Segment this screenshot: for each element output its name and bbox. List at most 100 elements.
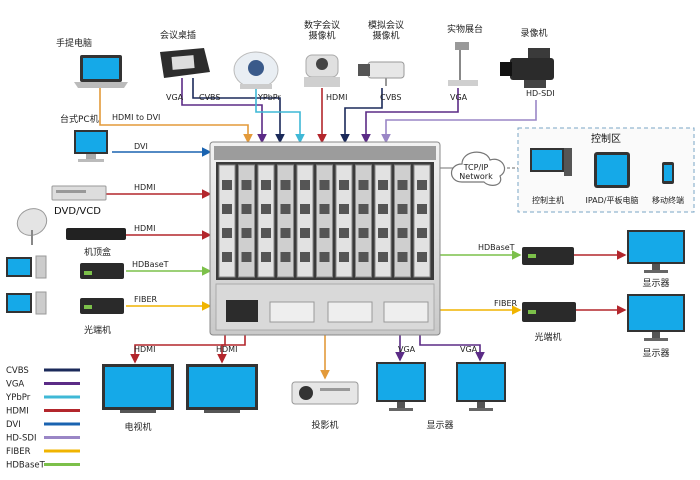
control-mobile-label: 移动终端 (652, 195, 684, 205)
label-monitor-right2: 显示器 (642, 348, 669, 359)
sig-vga-mon1: VGA (398, 345, 416, 354)
card-port (339, 204, 349, 214)
card-slot (238, 164, 255, 278)
card-port (280, 252, 291, 262)
laptop-device (74, 55, 128, 88)
card-port (358, 228, 369, 238)
label-doc-cam: 实物展台 (447, 23, 483, 35)
sig-ypbpr: YPbPr (257, 93, 281, 102)
desktop-pc-device (74, 130, 108, 162)
sig-hdmi-cam: HDMI (326, 93, 347, 102)
sig-hdsdi: HD-SDI (526, 89, 555, 98)
dvd-device (51, 185, 107, 201)
card-port (319, 252, 330, 262)
label-analog-cam: 模拟会议摄像机 (368, 19, 404, 41)
sig-hdmi-tv1: HDMI (134, 345, 155, 354)
card-port (397, 204, 408, 214)
labels: 手提电脑 会议桌插 数字会议摄像机 模拟会议摄像机 实物展台 录像机 台式PC机… (54, 19, 684, 433)
card-port (222, 228, 232, 238)
control-zone (517, 127, 695, 213)
line-hdsdi (381, 100, 537, 144)
line-vga-mon2 (419, 335, 485, 362)
sig-hdbaset-out: HDBaseT (478, 243, 515, 252)
line-cvbs-panel (192, 78, 285, 144)
legend-label: HDBaseT (6, 461, 46, 471)
label-camcorder: 录像机 (520, 27, 547, 39)
card-slots (218, 164, 431, 278)
card-port (339, 180, 349, 190)
settop-box-device (66, 228, 126, 240)
card-port (397, 180, 408, 190)
label-fiber-tx: 光端机 (84, 324, 111, 336)
card-port (378, 252, 388, 262)
line-vga-panel (181, 78, 267, 144)
card-port (417, 204, 427, 214)
sig-hdmi-tv2: HDMI (216, 345, 237, 354)
card-port (261, 180, 271, 190)
card-port (300, 204, 310, 214)
card-port (261, 204, 271, 214)
tv-1 (102, 364, 174, 413)
card-port (358, 204, 369, 214)
card-port (378, 228, 388, 238)
label-dvd: DVD/VCD (54, 206, 101, 217)
legend-label: CVBS (6, 366, 29, 376)
network-cloud (450, 151, 505, 186)
line-cvbs-cam (340, 88, 383, 144)
card-port (261, 252, 271, 262)
card-port (280, 204, 291, 214)
card-port (397, 252, 408, 262)
legend-label: HD-SDI (6, 434, 36, 444)
label-laptop: 手提电脑 (56, 37, 92, 49)
card-slot (296, 164, 314, 278)
sig-hdbaset-in: HDBaseT (132, 260, 169, 269)
conference-panel-device (160, 48, 210, 78)
label-conf-panel: 会议桌插 (160, 29, 196, 41)
card-slot (355, 164, 372, 278)
document-camera-device (448, 42, 478, 86)
sig-cvbs-cam: CVBS (380, 93, 401, 102)
legend-label: HDMI (6, 407, 29, 417)
hdbaset-tx-device (80, 263, 124, 279)
card-slot (394, 164, 411, 278)
tv-2 (186, 364, 258, 413)
label-monitor-bottom: 显示器 (426, 420, 453, 431)
sig-vga-mon2: VGA (460, 345, 478, 354)
sig-dvi: DVI (134, 142, 148, 151)
fiber-rx-device (522, 302, 576, 322)
card-slot (218, 164, 236, 278)
monitor-right-1 (627, 230, 685, 273)
satellite-dish-device (16, 208, 48, 245)
card-slot (413, 164, 431, 278)
line-vga-doc (361, 88, 459, 144)
control-ipad-label: IPAD/平板电脑 (586, 195, 639, 205)
card-port (358, 252, 369, 262)
card-port (417, 228, 427, 238)
card-port (339, 252, 349, 262)
card-port (339, 228, 349, 238)
card-port (417, 180, 427, 190)
sig-hdmi-dvd: HDMI (134, 183, 155, 192)
card-port (300, 228, 310, 238)
ipad-device (594, 152, 630, 188)
card-slot (257, 164, 275, 278)
sig-cvbs-panel: CVBS (199, 93, 220, 102)
card-port (417, 252, 427, 262)
card-port (300, 180, 310, 190)
card-port (319, 228, 330, 238)
monitor-bottom-1 (376, 362, 426, 411)
projector-device (291, 381, 359, 405)
line-hdmi-to-dvi (99, 88, 253, 144)
fiber-tx-device (80, 298, 124, 314)
label-fiber-rx: 光端机 (534, 331, 561, 343)
label-digital-cam: 数字会议摄像机 (304, 19, 340, 41)
sig-hdmi-to-dvi: HDMI to DVI (112, 113, 160, 122)
sig-vga-doc: VGA (450, 93, 468, 102)
label-projector: 投影机 (311, 419, 338, 431)
control-host-label: 控制主机 (532, 195, 564, 205)
sig-fiber-out: FIBER (494, 299, 518, 308)
fiber-pc-device (6, 291, 47, 315)
